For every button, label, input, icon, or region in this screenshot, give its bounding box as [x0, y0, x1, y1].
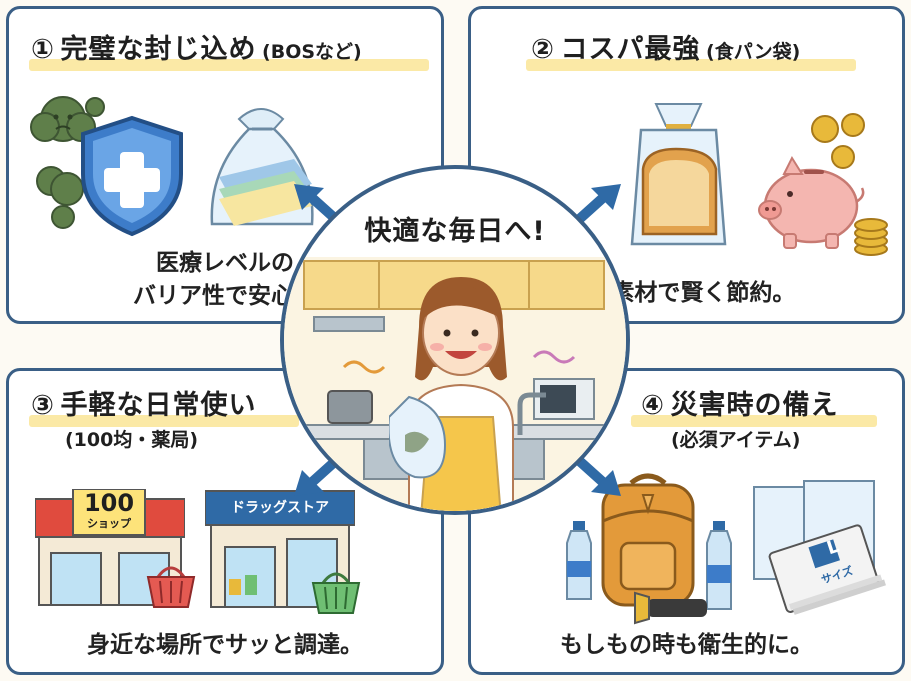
caption-line: 身近な場所でサッと調達。 [87, 632, 363, 658]
panel-title: ① 完璧な封じ込め (BOSなど) [31, 27, 362, 66]
caption-line: もしもの時も衛生的に。 [560, 632, 813, 658]
panel-number: ④ [641, 390, 665, 421]
hundred-yen-shop-icon: 100 ショップ [35, 489, 185, 607]
title-highlight [526, 59, 856, 71]
panel-subtitle: (100均・薬局) [65, 429, 199, 451]
panel-heading: コスパ最強 [560, 34, 701, 65]
water-bottle-icon [706, 521, 732, 610]
layered-bag-icon [210, 108, 314, 226]
panel-title: ③ 手軽な日常使い [31, 383, 256, 422]
shopping-basket-icon [146, 566, 196, 608]
panel-number: ① [31, 34, 55, 65]
odor-cloud-icon [30, 96, 105, 229]
shield-icon [81, 115, 183, 237]
title-highlight [631, 415, 877, 427]
title-highlight [29, 415, 299, 427]
shop-label-sign: ショップ [87, 517, 131, 530]
panel-number: ② [531, 34, 555, 65]
panel-caption: 身近な場所でサッと調達。 [9, 629, 441, 662]
panel-cost-performance: ② コスパ最強 (食パン袋) PP素材で賢く節約。 [468, 6, 905, 324]
flashlight-icon [634, 591, 707, 625]
drugstore-icon: ドラッグストア [205, 487, 355, 609]
water-bottle-icon [566, 521, 592, 600]
panel-number: ③ [31, 390, 55, 421]
coin-stack-icon [811, 113, 888, 256]
panel-heading: 完璧な封じ込め [60, 34, 257, 65]
bag-pack-icon: L サイズ [746, 479, 886, 619]
panel-caption: もしもの時も衛生的に。 [471, 629, 902, 662]
panel-heading: 災害時の備え [670, 390, 839, 421]
piggy-bank-icon [758, 155, 865, 249]
title-highlight [29, 59, 429, 71]
panel-subtitle: (食パン袋) [706, 41, 801, 63]
panel-subtitle: (必須アイテム) [671, 429, 801, 451]
bread-bag-icon [630, 103, 727, 246]
panel-heading: 手軽な日常使い [60, 390, 257, 421]
backpack-icon [601, 473, 695, 607]
center-circle: 快適な毎日へ! [280, 165, 630, 515]
panel-everyday-use: ③ 手軽な日常使い (100均・薬局) 100 ショップ ドラッグストア [6, 368, 444, 675]
center-title: 快適な毎日へ! [364, 216, 546, 247]
panel-subtitle: (BOSなど) [262, 41, 362, 63]
panel-title: ② コスパ最強 (食パン袋) [531, 27, 800, 66]
panel-title: ④ 災害時の備え [641, 383, 838, 422]
caption-line: 医療レベルの [156, 250, 294, 276]
shopping-basket-icon [311, 572, 361, 614]
woman-holding-bag-icon [389, 277, 514, 511]
shop-number-sign: 100 [83, 489, 135, 517]
